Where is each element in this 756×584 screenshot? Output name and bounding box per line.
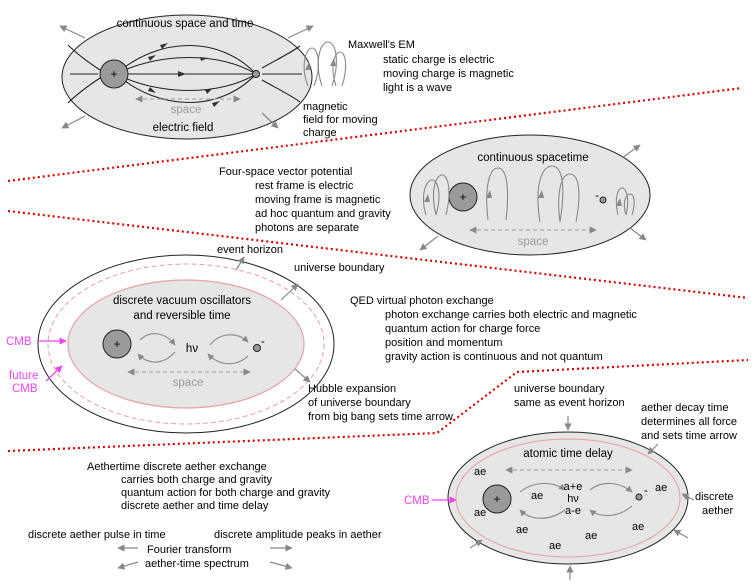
panel3-electron-label: - [261,336,265,348]
panel3-title-2: and reversible time [133,310,230,322]
panel2-title: continuous spacetime [477,152,588,164]
panel3-charge [102,329,132,359]
qed-line-2: quantum action for charge force [385,323,540,335]
maxwell-title: Maxwell's EM [348,39,415,51]
hubble-line-1: Hubble expansion [308,383,396,395]
panel4-electron-label: - [644,485,648,497]
positive-charge-label: + [111,69,118,81]
panel1-ellipse [61,14,313,140]
ae-3: ae [531,490,543,502]
magnetic-loops [303,41,347,87]
aethertime-heading: Aethertime discrete aether exchange [87,461,267,473]
aethertime-line-1: carries both charge and gravity [121,474,273,486]
panel4-boundary-line-1: universe boundary [514,383,605,395]
decay-line-2: determines all force [641,416,737,428]
magnetic-line-3: charge [303,127,337,139]
event-horizon-label: event horizon [217,244,283,256]
panel4-inward-arrows [469,416,695,580]
panel2-line-3: ad hoc quantum and gravity [255,208,391,220]
maxwell-line-3: light is a wave [383,82,452,94]
panel1-title: continuous space and time [117,18,254,30]
panel4-cmb-label: CMB [404,495,430,507]
panel-spacetime: continuous spacetime + - space Four-spac… [219,134,651,256]
efield-label: electric field [153,122,214,134]
panel4-charge-label: + [494,494,501,506]
panel4-boundary-line-2: same as event horizon [514,397,625,409]
hv-label: hν [186,343,198,355]
qed-line-4: gravity action is continuous and not qua… [385,351,603,363]
panel-maxwell: + space continuous space and time electr… [59,14,514,140]
electron [252,70,260,78]
panel2-line-4: photons are separate [255,222,359,234]
future-cmb-label-1: future [9,370,38,382]
pulse-label: discrete aether pulse in time [28,529,166,541]
panel3-title-1: discrete vacuum oscillators [113,295,251,307]
maxwell-line-2: moving charge is magnetic [383,68,514,80]
panel3-space-label: space [173,377,204,389]
panel2-heading: Four-space vector potential [219,166,352,178]
panel4-electron [635,493,643,501]
ae-4: ae [516,524,528,536]
panel2-line-1: rest frame is electric [255,180,354,192]
divider-lines [7,86,749,453]
panel2-electron [599,196,607,204]
qed-line-3: position and momentum [385,337,502,349]
panel2-space-label: space [518,236,549,248]
discrete-aether-2: aether [702,505,734,517]
fourier-line-2: aether-time spectrum [145,558,249,570]
amplitude-label: discrete amplitude peaks in aether [214,529,382,541]
maxwell-line-1: static charge is electric [383,54,495,66]
panel3-radial-arrows [235,256,311,383]
photon-exchange-arrows [137,333,249,365]
spacetime-loops [423,165,635,223]
panel-aethertime: universe boundary same as event horizon … [28,383,737,580]
panel2-charge-label: + [460,192,467,204]
cmb-label: CMB [6,336,32,348]
hubble-line-2: of universe boundary [308,397,411,409]
universe-boundary-label: universe boundary [294,262,385,274]
ae-5: ae [549,540,561,552]
decay-line-1: aether decay time [641,402,728,414]
future-cmb-arrow [45,365,63,382]
discrete-aether-1: discrete [695,491,734,503]
ae-2: ae [474,507,486,519]
panel3-charge-label: + [114,339,121,351]
panel4-hv-label: hν [567,493,579,505]
ae-1: ae [474,466,486,478]
a-plus-e-label: a+e [564,481,583,493]
divider-1 [7,86,743,183]
panel4-charge [482,484,512,514]
aethertime-line-3: discrete aether and time delay [121,500,269,512]
event-horizon-dashed [47,263,325,425]
panel3-electron [253,344,261,352]
aether-exchange-arrows [519,482,633,519]
panel-qed: event horizon universe boundary discrete… [6,244,637,434]
aethertime-line-2: quantum action for both charge and gravi… [121,487,331,499]
a-minus-e-label: a-e [565,505,581,517]
ae-6: ae [585,530,597,542]
fourier-arrows [117,544,293,570]
divider-2 [7,209,749,300]
qed-line-1: photon exchange carries both electric an… [385,309,637,321]
panel2-line-2: moving frame is magnetic [255,194,381,206]
panel2-ellipse [409,134,651,256]
ae-8: ae [655,482,667,494]
positive-charge [99,59,129,89]
qed-heading: QED virtual photon exchange [350,295,494,307]
panel3-inner-ellipse [67,279,305,409]
atomic-time-delay: atomic time delay [523,448,613,460]
decay-line-3: and sets time arrow [641,430,737,442]
panel1-radial-arrows [59,25,314,129]
fourier-line-1: Fourier transform [147,544,231,556]
divider-3 [7,358,749,453]
space-label: space [171,104,202,116]
panel2-electron-label: - [595,190,599,202]
hubble-line-3: from big bang sets time arrow [308,411,453,423]
panel2-radial-arrows [419,144,647,251]
ae-7: ae [632,521,644,533]
future-cmb-label-2: CMB [12,383,38,395]
magnetic-line-1: magnetic [303,101,348,113]
magnetic-line-2: field for moving [303,114,378,126]
